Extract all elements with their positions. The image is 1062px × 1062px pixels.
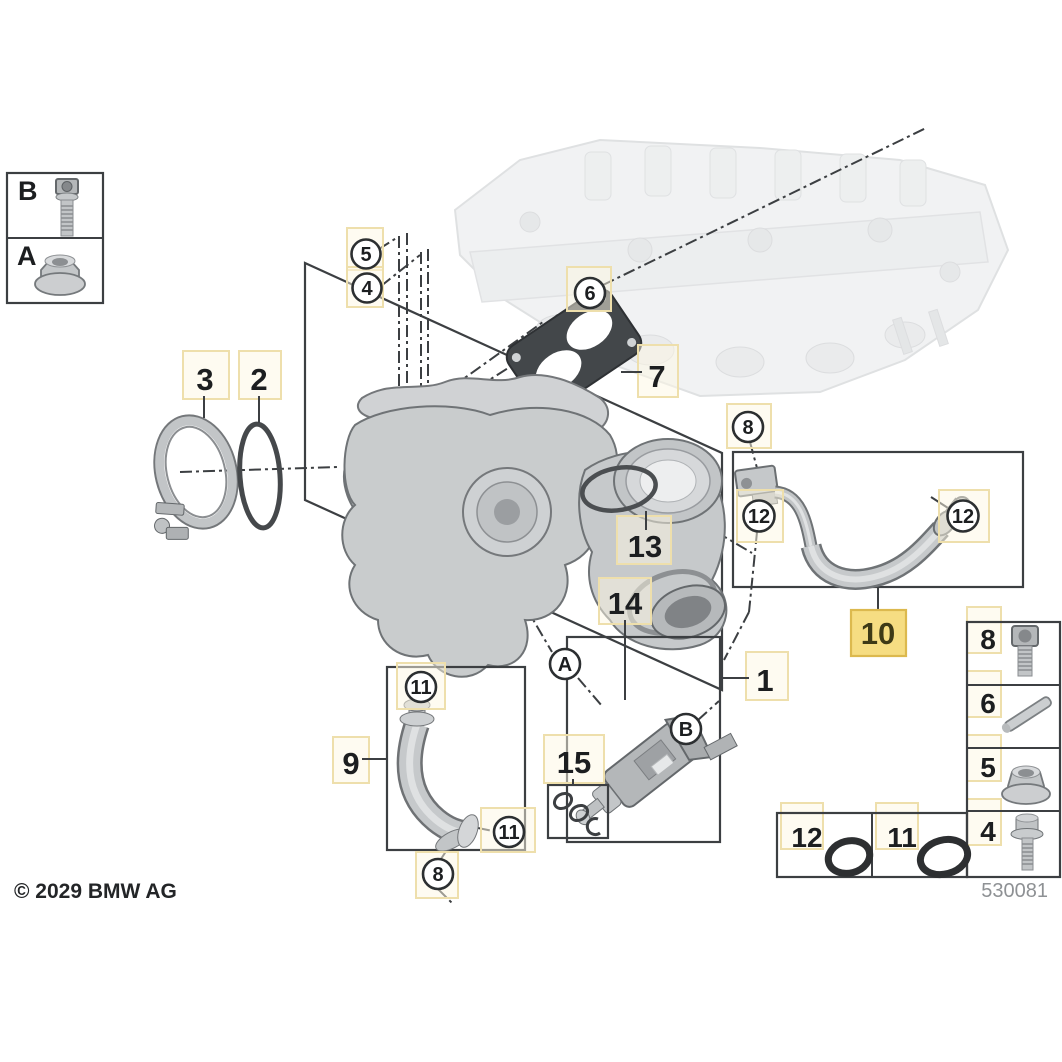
svg-text:8: 8: [742, 417, 753, 439]
legend-box: B A: [5, 171, 105, 305]
flange-bolt-4-drawing: [1010, 813, 1044, 871]
row-label-11[interactable]: 11: [887, 822, 917, 853]
callout-label-15[interactable]: 15: [557, 745, 591, 780]
svg-text:B: B: [679, 719, 693, 741]
svg-text:3: 3: [196, 362, 213, 397]
svg-text:12: 12: [748, 506, 770, 528]
svg-text:11: 11: [498, 822, 519, 844]
turbocharger-drawing: [341, 373, 728, 678]
callout-label-9[interactable]: 9: [342, 746, 359, 781]
seal-kit-box: [546, 783, 610, 840]
oring-row: 12 11: [775, 811, 972, 879]
legend-letter-a: A: [17, 241, 37, 271]
svg-text:2: 2: [250, 362, 267, 397]
oil-line-box: [731, 450, 1025, 589]
svg-text:1: 1: [756, 663, 773, 698]
column-label-4[interactable]: 4: [980, 816, 996, 847]
svg-text:12: 12: [952, 506, 974, 528]
svg-text:11: 11: [887, 822, 917, 853]
callout-circle-b[interactable]: B: [669, 712, 703, 746]
svg-text:6: 6: [584, 283, 595, 305]
svg-text:7: 7: [648, 359, 665, 394]
callout-circle-4[interactable]: 4: [351, 272, 383, 304]
copyright-text: © 2029 BMW AG: [14, 880, 177, 903]
callout-circle-12-left[interactable]: 12: [742, 499, 776, 533]
callout-label-14[interactable]: 14: [608, 586, 643, 621]
svg-text:11: 11: [410, 677, 431, 699]
diagram-number: 530081: [981, 880, 1048, 902]
svg-text:15: 15: [557, 745, 591, 780]
callout-circle-11-top[interactable]: 11: [404, 670, 438, 704]
svg-text:14: 14: [608, 586, 643, 621]
row-label-12[interactable]: 12: [791, 822, 822, 853]
svg-text:4: 4: [361, 278, 373, 300]
svg-text:8: 8: [980, 624, 996, 655]
oring-11-drawing: [916, 835, 972, 879]
callout-circle-5[interactable]: 5: [350, 238, 382, 270]
svg-text:13: 13: [628, 529, 662, 564]
svg-text:10: 10: [861, 616, 895, 651]
return-pipe-drawing: [396, 698, 479, 852]
column-label-5[interactable]: 5: [980, 752, 996, 783]
pin-6-drawing: [1001, 696, 1052, 733]
svg-text:5: 5: [980, 752, 996, 783]
svg-text:9: 9: [342, 746, 359, 781]
svg-text:4: 4: [980, 816, 996, 847]
legend-nut-a-drawing: [34, 254, 86, 296]
sealing-ring-2-drawing: [237, 421, 283, 531]
callout-circle-8-top[interactable]: 8: [731, 410, 765, 444]
screw-8-drawing: [1011, 625, 1039, 677]
svg-text:6: 6: [980, 688, 996, 719]
column-label-8[interactable]: 8: [980, 624, 996, 655]
callout-circle-12-right[interactable]: 12: [946, 499, 980, 533]
callout-circle-a[interactable]: A: [548, 647, 582, 681]
legend-letter-b: B: [18, 176, 38, 206]
fastener-column: 8 6 5 4: [965, 620, 1062, 879]
svg-text:12: 12: [791, 822, 822, 853]
callout-label-3[interactable]: 3: [196, 362, 213, 397]
vband-clamp-drawing: [153, 414, 239, 540]
column-label-6[interactable]: 6: [980, 688, 996, 719]
oring-13-drawing: [580, 465, 658, 513]
callout-label-1[interactable]: 1: [756, 663, 773, 698]
callout-label-13[interactable]: 13: [628, 529, 662, 564]
callout-label-10-highlighted[interactable]: 10: [849, 608, 908, 658]
svg-text:8: 8: [432, 864, 443, 886]
seal-kit-drawing: [552, 791, 601, 837]
flange-nut-5-drawing: [1001, 765, 1051, 805]
legend-bolt-b-drawing: [55, 178, 79, 237]
svg-text:5: 5: [360, 244, 371, 266]
svg-text:A: A: [558, 654, 572, 676]
callout-circle-11-bottom[interactable]: 11: [492, 815, 526, 849]
callout-label-7[interactable]: 7: [648, 359, 665, 394]
callout-circle-8-bottom[interactable]: 8: [421, 857, 455, 891]
oring-12-drawing: [824, 837, 874, 877]
callout-label-2[interactable]: 2: [250, 362, 267, 397]
label-connectors: [203, 371, 879, 785]
callout-circle-6[interactable]: 6: [573, 276, 607, 310]
